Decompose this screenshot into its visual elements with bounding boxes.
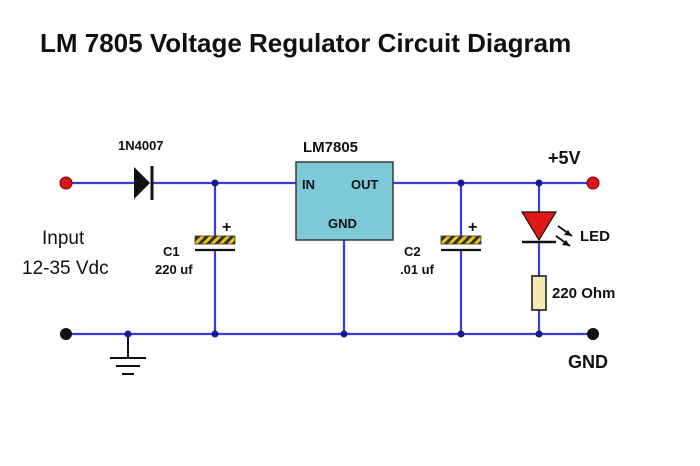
c1-polarity: + bbox=[222, 219, 231, 236]
diagram-title: LM 7805 Voltage Regulator Circuit Diagra… bbox=[40, 28, 571, 58]
junction-c1-bottom bbox=[211, 330, 219, 338]
junction-resistor-bottom bbox=[535, 330, 543, 338]
input-label-line1: Input bbox=[42, 228, 85, 249]
output-voltage-label: +5V bbox=[548, 148, 581, 168]
led bbox=[520, 211, 573, 247]
ground-label: GND bbox=[568, 352, 608, 372]
c2-positive-plate bbox=[440, 235, 482, 245]
ground-symbol bbox=[110, 334, 146, 375]
led-label: LED bbox=[580, 228, 610, 245]
regulator-body bbox=[295, 161, 394, 241]
junction-c1-top bbox=[211, 179, 219, 187]
c2-name: C2 bbox=[404, 244, 421, 259]
junction-led-top bbox=[535, 179, 543, 187]
capacitor-c2 bbox=[440, 235, 482, 252]
diode-triangle bbox=[134, 167, 150, 199]
input-ground-terminal bbox=[60, 328, 72, 340]
c2-value: .01 uf bbox=[400, 262, 435, 277]
regulator-pin-in: IN bbox=[302, 177, 315, 192]
junctions bbox=[124, 179, 543, 338]
output-positive-terminal bbox=[586, 176, 600, 190]
regulator-pin-out: OUT bbox=[351, 177, 379, 192]
junction-regulator-gnd bbox=[340, 330, 348, 338]
junction-c2-top bbox=[457, 179, 465, 187]
junction-c2-bottom bbox=[457, 330, 465, 338]
output-ground-terminal bbox=[587, 328, 599, 340]
junction-ground-symbol bbox=[124, 330, 132, 338]
diode-1n4007 bbox=[134, 166, 154, 200]
input-positive-terminal bbox=[59, 176, 73, 190]
wires bbox=[66, 181, 593, 336]
diode-label: 1N4007 bbox=[118, 138, 164, 153]
input-label-line2: 12-35 Vdc bbox=[22, 258, 109, 279]
regulator-pin-gnd: GND bbox=[328, 216, 357, 231]
c1-positive-plate bbox=[194, 235, 236, 245]
resistor-label: 220 Ohm bbox=[552, 285, 615, 302]
led-triangle bbox=[520, 211, 558, 242]
c2-polarity: + bbox=[468, 219, 477, 236]
resistor-body bbox=[531, 275, 547, 311]
c1-value: 220 uf bbox=[155, 262, 193, 277]
c1-name: C1 bbox=[163, 244, 180, 259]
capacitor-c1 bbox=[194, 235, 236, 252]
regulator-label: LM7805 bbox=[303, 139, 358, 156]
